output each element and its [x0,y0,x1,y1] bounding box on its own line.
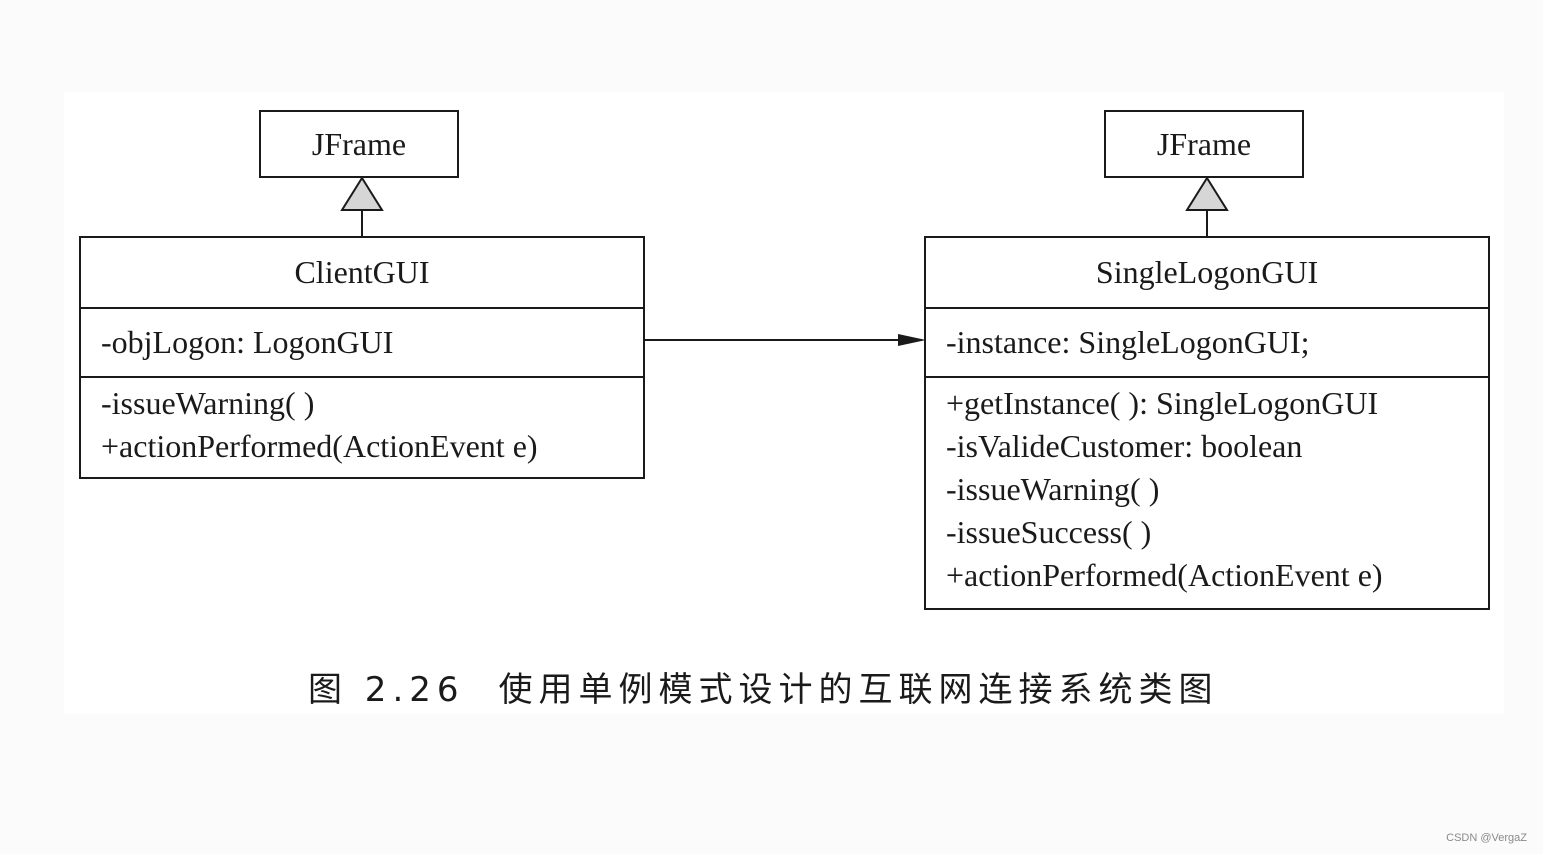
method-row: +getInstance( ): SingleLogonGUI [946,385,1379,421]
attribute-row: -objLogon: LogonGUI [101,324,394,360]
class-jframe-right: JFrame [1104,110,1304,178]
class-name: JFrame [1156,125,1252,162]
class-name: JFrame [311,125,407,162]
class-name: ClientGUI [294,254,430,290]
method-row: +actionPerformed(ActionEvent e) [946,557,1383,593]
attributes-section: -instance: SingleLogonGUI; [926,307,1488,376]
attribute-row: -instance: SingleLogonGUI; [946,324,1310,360]
methods-section: +getInstance( ): SingleLogonGUI -isValid… [926,376,1488,597]
class-single-logon-gui: SingleLogonGUI -instance: SingleLogonGUI… [924,236,1490,610]
class-jframe-left: JFrame [259,110,459,178]
method-row: -issueWarning( ) [101,385,315,421]
figure-number: 图 2.26 [308,670,465,710]
methods-section: -issueWarning( ) +actionPerformed(Action… [81,376,643,468]
figure-title: 使用单例模式设计的互联网连接系统类图 [498,670,1219,710]
method-row: -issueWarning( ) [946,471,1160,507]
figure-caption: 图 2.26 使用单例模式设计的互联网连接系统类图 [308,662,1219,711]
method-row: -isValideCustomer: boolean [946,428,1303,464]
method-row: +actionPerformed(ActionEvent e) [101,428,538,464]
class-client-gui: ClientGUI -objLogon: LogonGUI -issueWarn… [79,236,645,479]
method-row: -issueSuccess( ) [946,514,1152,550]
watermark: CSDN @VergaZ [1446,832,1527,844]
class-name: SingleLogonGUI [1095,254,1319,290]
attributes-section: -objLogon: LogonGUI [81,307,643,376]
